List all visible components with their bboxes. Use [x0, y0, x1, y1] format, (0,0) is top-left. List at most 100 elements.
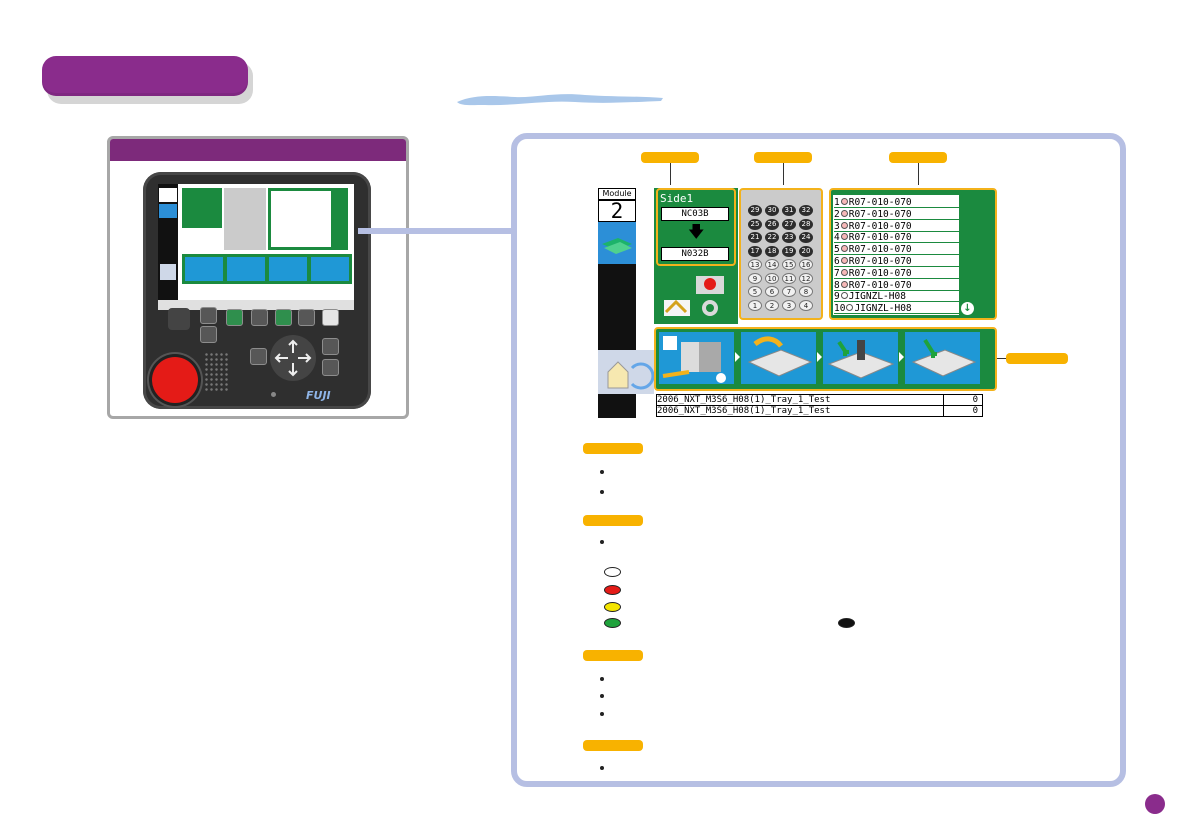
- nozzle-holder-25[interactable]: 25: [748, 218, 762, 230]
- row-status-dot: [840, 280, 848, 288]
- nozzle-holder-11[interactable]: 11: [782, 272, 796, 284]
- nozzle-holder-19[interactable]: 19: [782, 245, 796, 257]
- process-arrow-icon: [817, 352, 822, 362]
- nozzle-tool-icons[interactable]: [662, 272, 728, 318]
- device-brand-logo: FUJI: [306, 389, 331, 402]
- nozzle-holder-27[interactable]: 27: [782, 218, 796, 230]
- nozzle-holder-12[interactable]: 12: [799, 272, 813, 284]
- device-stop-button[interactable]: [298, 309, 315, 326]
- brush-stroke-decoration: [457, 94, 663, 106]
- nozzle-holder-3[interactable]: 3: [782, 299, 796, 311]
- nozzle-holder-8[interactable]: 8: [799, 286, 813, 297]
- callout-tag-a: [641, 152, 699, 163]
- nozzle-holder-13[interactable]: 13: [748, 259, 762, 270]
- job-count: 0: [972, 406, 978, 416]
- process-step-2[interactable]: [741, 332, 816, 384]
- nozzle-holder-32[interactable]: 32: [799, 205, 813, 216]
- legend-tag-c: [583, 650, 643, 661]
- legend-tag-a: [583, 443, 643, 454]
- row-status-dot: [846, 304, 854, 312]
- job-name: 2006_NXT_M3S6_H08(1)_Tray_1_Test: [657, 395, 831, 405]
- module-machine-icon: [602, 238, 632, 254]
- row-status-dot: [840, 257, 848, 264]
- callout-tag-c: [889, 152, 947, 163]
- nozzle-holder-1[interactable]: 1: [748, 299, 762, 311]
- row-number: 5: [834, 244, 840, 256]
- nozzle-holder-16[interactable]: 16: [799, 259, 813, 270]
- job-separator: [943, 406, 944, 416]
- emergency-stop-button[interactable]: [152, 357, 198, 403]
- nozzle-holder-15[interactable]: 15: [782, 259, 796, 270]
- nozzle-holder-23[interactable]: 23: [782, 232, 796, 243]
- device-power-button[interactable]: [322, 309, 339, 326]
- row-number: 1: [834, 197, 840, 208]
- module-number[interactable]: 2: [598, 200, 636, 222]
- job-row[interactable]: 2006_NXT_M3S6_H08(1)_Tray_1_Test 0: [656, 405, 983, 417]
- nozzle-holder-22[interactable]: 22: [765, 232, 779, 243]
- nozzle-holder-17[interactable]: 17: [748, 245, 762, 257]
- process-step-3[interactable]: [823, 332, 898, 384]
- nozzle-insert-icon: [827, 340, 895, 379]
- row-number: 8: [834, 279, 840, 291]
- callout-line-c: [918, 163, 919, 185]
- nozzle-holder-31[interactable]: 31: [782, 205, 796, 216]
- process-arrow-icon: [735, 352, 740, 362]
- job-count: 0: [972, 395, 978, 405]
- pickup-plate-icon: [747, 336, 813, 377]
- device-cancel-button[interactable]: [322, 359, 339, 376]
- nozzle-holder-5[interactable]: 5: [748, 286, 762, 297]
- nozzle-holder-4[interactable]: 4: [799, 299, 813, 311]
- nozzle-holder-28[interactable]: 28: [799, 218, 813, 230]
- device-screen-thumbnail: [158, 184, 354, 300]
- nozzle-holder-6[interactable]: 6: [765, 286, 779, 297]
- row-status-dot: [840, 292, 848, 300]
- home-button[interactable]: [598, 350, 655, 394]
- nozzle-holder-26[interactable]: 26: [765, 218, 779, 230]
- device-start-button[interactable]: [275, 309, 292, 326]
- nozzle-holder-20[interactable]: 20: [799, 245, 813, 257]
- row-nozzle-name: R07-010-070: [848, 220, 912, 232]
- nozzle-holder-7[interactable]: 7: [782, 286, 796, 297]
- nozzle-list-row[interactable]: 3 R07-010-070: [834, 221, 960, 232]
- nozzle-holder-29[interactable]: 29: [748, 205, 762, 216]
- device-button-3[interactable]: [226, 309, 243, 326]
- nozzle-holder-21[interactable]: 21: [748, 232, 762, 243]
- nozzle-holder-14[interactable]: 14: [765, 259, 779, 270]
- nozzle-holder-18[interactable]: 18: [765, 245, 779, 257]
- nozzle-holder-10[interactable]: 10: [765, 272, 779, 284]
- nozzle-holder-2[interactable]: 2: [765, 299, 779, 311]
- device-indicator-led: [271, 392, 276, 397]
- scroll-down-icon[interactable]: ↓: [961, 302, 974, 315]
- device-button-4[interactable]: [251, 309, 268, 326]
- row-nozzle-name: JIGNZL-H08: [854, 303, 912, 315]
- device-button-left[interactable]: [250, 348, 267, 365]
- page-number-dot: [1145, 794, 1165, 814]
- device-button-1[interactable]: [200, 307, 217, 324]
- bullet: [600, 470, 604, 474]
- direction-pad[interactable]: [270, 335, 316, 381]
- device-button-2[interactable]: [200, 326, 217, 343]
- process-step-1[interactable]: [659, 332, 734, 384]
- status-red-oval: [604, 585, 621, 595]
- process-step-4[interactable]: [905, 332, 980, 384]
- module-header: Module: [598, 188, 636, 200]
- nozzle-holder-9[interactable]: 9: [748, 272, 762, 284]
- nozzle-from: NC03B: [661, 207, 729, 221]
- nozzle-holder-30[interactable]: 30: [765, 205, 779, 216]
- bullet: [600, 490, 604, 494]
- legend-tag-b: [583, 515, 643, 526]
- module-image: [598, 222, 636, 264]
- device-ok-button[interactable]: [322, 338, 339, 355]
- nozzle-holder-24[interactable]: 24: [799, 232, 813, 243]
- row-number: 3: [834, 220, 840, 232]
- status-yellow-oval: [604, 602, 621, 612]
